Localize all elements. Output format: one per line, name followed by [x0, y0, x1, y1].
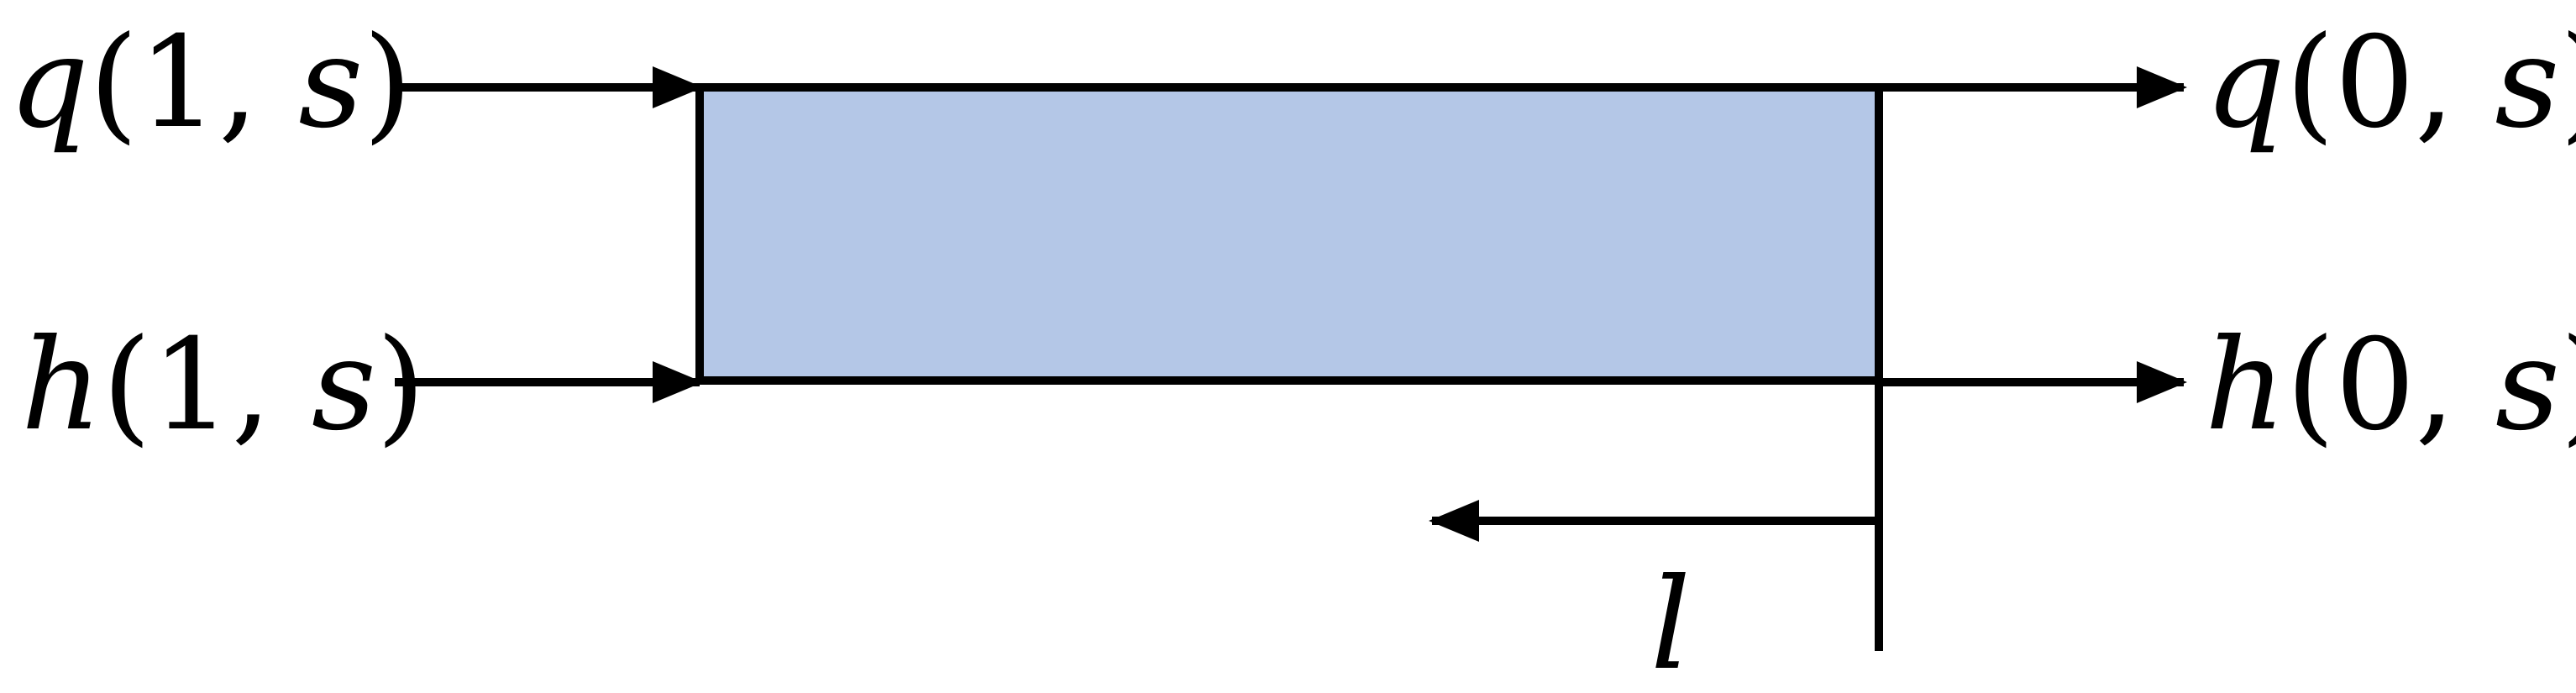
length-axis-label: l	[1650, 552, 1691, 693]
q-output-label: q(0, s)	[2205, 10, 2576, 156]
h-input-label: h(1, s)	[21, 312, 425, 459]
q-input-label: q(1, s)	[8, 10, 412, 156]
pipe-block	[695, 83, 1883, 385]
h-output-label: h(0, s)	[2205, 312, 2576, 459]
